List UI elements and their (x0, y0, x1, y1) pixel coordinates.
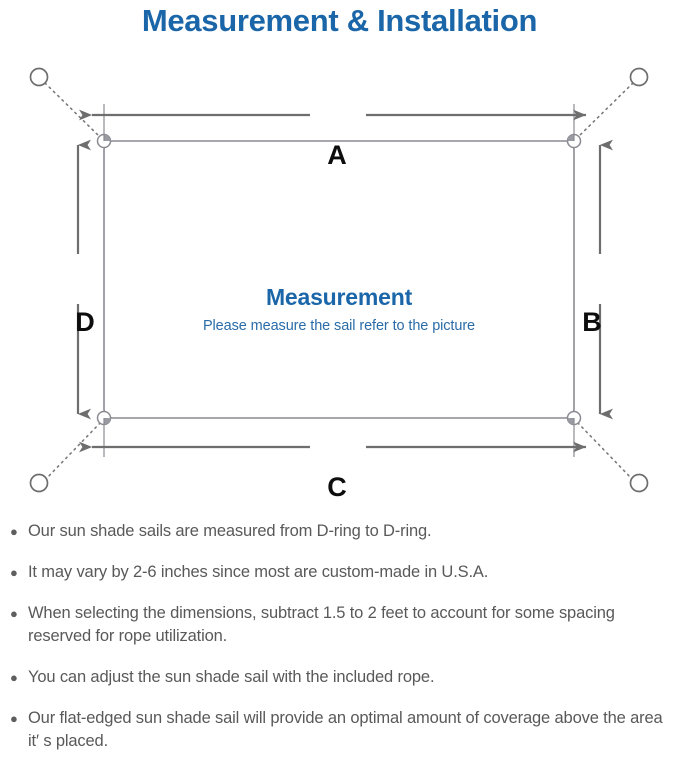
page-title: Measurement & Installation (141, 3, 538, 38)
sail-body (103, 140, 575, 419)
d-ring-wedges (104, 134, 574, 425)
list-item: ● It may vary by 2-6 inches since most a… (0, 561, 679, 584)
bullet-icon: ● (10, 565, 18, 580)
rope-line-bottom-right (576, 421, 634, 481)
rope-line-bottom-left (44, 421, 102, 481)
list-item-text: Our sun shade sails are measured from D-… (28, 522, 432, 540)
dimension-label-c: C (327, 472, 347, 502)
anchor-ring-top-left (29, 67, 49, 87)
measurement-diagram: Measurement Please measure the sail refe… (0, 42, 679, 512)
dimension-label-b: B (582, 307, 602, 337)
notes-list: ● Our sun shade sails are measured from … (0, 520, 679, 771)
list-item-text: Our flat-edged sun shade sail will provi… (28, 709, 663, 750)
anchor-ring-bottom-right (629, 473, 649, 493)
list-item: ● Our sun shade sails are measured from … (0, 520, 679, 543)
dimension-label-a: A (327, 140, 347, 170)
list-item-text: It may vary by 2-6 inches since most are… (28, 563, 489, 581)
dimension-label-d: D (75, 307, 95, 337)
anchor-rings (29, 67, 649, 493)
d-ring-wedge-bottom-left (104, 418, 111, 425)
d-ring-wedge-bottom-right (567, 418, 574, 425)
rope-lines (44, 82, 634, 481)
list-item-text: You can adjust the sun shade sail with t… (28, 668, 435, 686)
bullet-icon: ● (10, 711, 18, 726)
diagram-svg (29, 67, 649, 493)
list-item: ● Our flat-edged sun shade sail will pro… (0, 707, 679, 753)
list-item: ● When selecting the dimensions, subtrac… (0, 602, 679, 648)
list-item: ● You can adjust the sun shade sail with… (0, 666, 679, 689)
anchor-ring-bottom-left (29, 473, 49, 493)
bullet-icon: ● (10, 524, 18, 539)
bullet-icon: ● (10, 670, 18, 685)
anchor-ring-top-right (629, 67, 649, 87)
rope-line-top-left (44, 82, 102, 139)
rope-line-top-right (576, 82, 634, 139)
d-ring-wedge-top-left (104, 134, 111, 141)
d-ring-wedge-top-right (567, 134, 574, 141)
list-item-text: When selecting the dimensions, subtract … (28, 604, 615, 645)
bullet-icon: ● (10, 606, 18, 621)
